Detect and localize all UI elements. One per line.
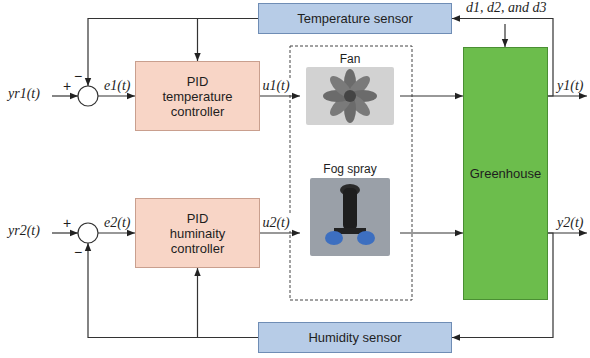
- signal-label: u2(t): [261, 215, 290, 231]
- sign-label: −: [74, 68, 82, 84]
- output-label: y1(t): [557, 78, 583, 94]
- node-text: Humidity sensor: [308, 330, 401, 345]
- sign-label: −: [74, 244, 82, 260]
- node-text: PID temperature controller: [159, 74, 237, 119]
- disturbance-wire: [504, 24, 505, 47]
- signal-label: u1(t): [261, 78, 290, 94]
- output-label: y2(t): [557, 215, 583, 231]
- controller-box: PID temperature controller: [135, 61, 260, 131]
- error-wire: [98, 232, 135, 233]
- node-text: Fog spray: [323, 162, 376, 177]
- actuator-node: Fog spray: [300, 158, 400, 258]
- error-wire: [98, 95, 135, 96]
- reference-label: yr1(t): [8, 86, 40, 102]
- fog-spray-icon: [310, 178, 390, 256]
- plant-box: Greenhouse: [463, 47, 548, 300]
- output-wire: [548, 232, 587, 233]
- output-wire: [548, 95, 587, 96]
- signal-connector: [198, 268, 259, 338]
- reference-wire: [52, 95, 78, 96]
- signal-label: e1(t): [104, 78, 130, 94]
- sign-label: +: [63, 78, 71, 94]
- summing-junction: [78, 223, 98, 243]
- node-text: Temperature sensor: [297, 11, 413, 26]
- signal-label: e2(t): [104, 215, 130, 231]
- controller-box: PID huminaity controller: [135, 198, 260, 268]
- node-text: PID huminaity controller: [159, 211, 237, 256]
- sign-label: +: [63, 215, 71, 231]
- signal-connector: [400, 95, 463, 96]
- signal-connector: [260, 232, 300, 233]
- node-text: Fan: [340, 52, 361, 67]
- sensor-box: Temperature sensor: [258, 3, 452, 34]
- disturbance-label: d1, d2, and d3: [466, 0, 547, 16]
- actuator-group: [290, 46, 412, 300]
- summing-junction: [78, 86, 98, 106]
- signal-connector: [198, 19, 259, 62]
- signal-connector: [260, 95, 300, 96]
- reference-wire: [52, 232, 78, 233]
- sensor-box: Humidity sensor: [258, 322, 452, 353]
- node-text: Greenhouse: [470, 166, 542, 181]
- fan-icon: [306, 67, 394, 125]
- signal-connector: [400, 232, 463, 233]
- actuator-node: Fan: [300, 48, 400, 130]
- reference-label: yr2(t): [8, 223, 40, 239]
